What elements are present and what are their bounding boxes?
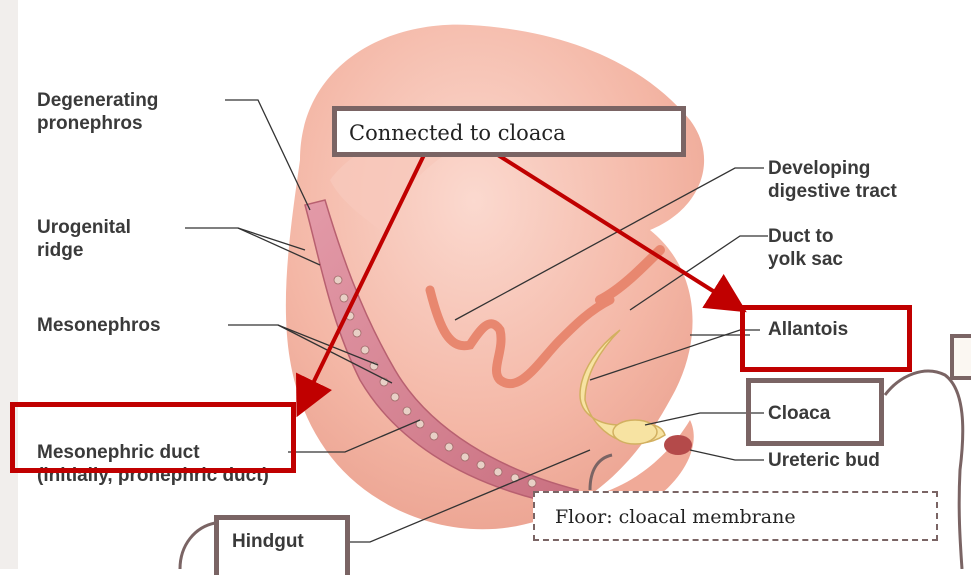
label-duct-to-yolk-sac: Duct to yolk sac [768,225,843,271]
annotation-connected-to-cloaca-text: Connected to cloaca [349,121,566,145]
highlight-cloaca [746,378,884,446]
highlight-mesonephric-duct [10,402,296,473]
bracket-curve-hindgut [180,523,215,569]
label-degenerating-pronephros: Degenerating pronephros [37,89,158,135]
highlight-allantois [740,305,912,372]
ureteric-bud-shape [664,435,692,455]
annotation-floor-cloacal-membrane: Floor: cloacal membrane [533,491,938,541]
label-developing-digestive-tract: Developing digestive tract [768,157,897,203]
highlight-hindgut [214,515,350,575]
label-urogenital-ridge: Urogenital ridge [37,216,131,262]
annotation-connected-to-cloaca: Connected to cloaca [332,106,686,157]
annotation-floor-text: Floor: cloacal membrane [555,506,796,528]
offscreen-box-edge [950,334,971,380]
label-mesonephros: Mesonephros [37,314,161,337]
label-ureteric-bud: Ureteric bud [768,449,880,472]
